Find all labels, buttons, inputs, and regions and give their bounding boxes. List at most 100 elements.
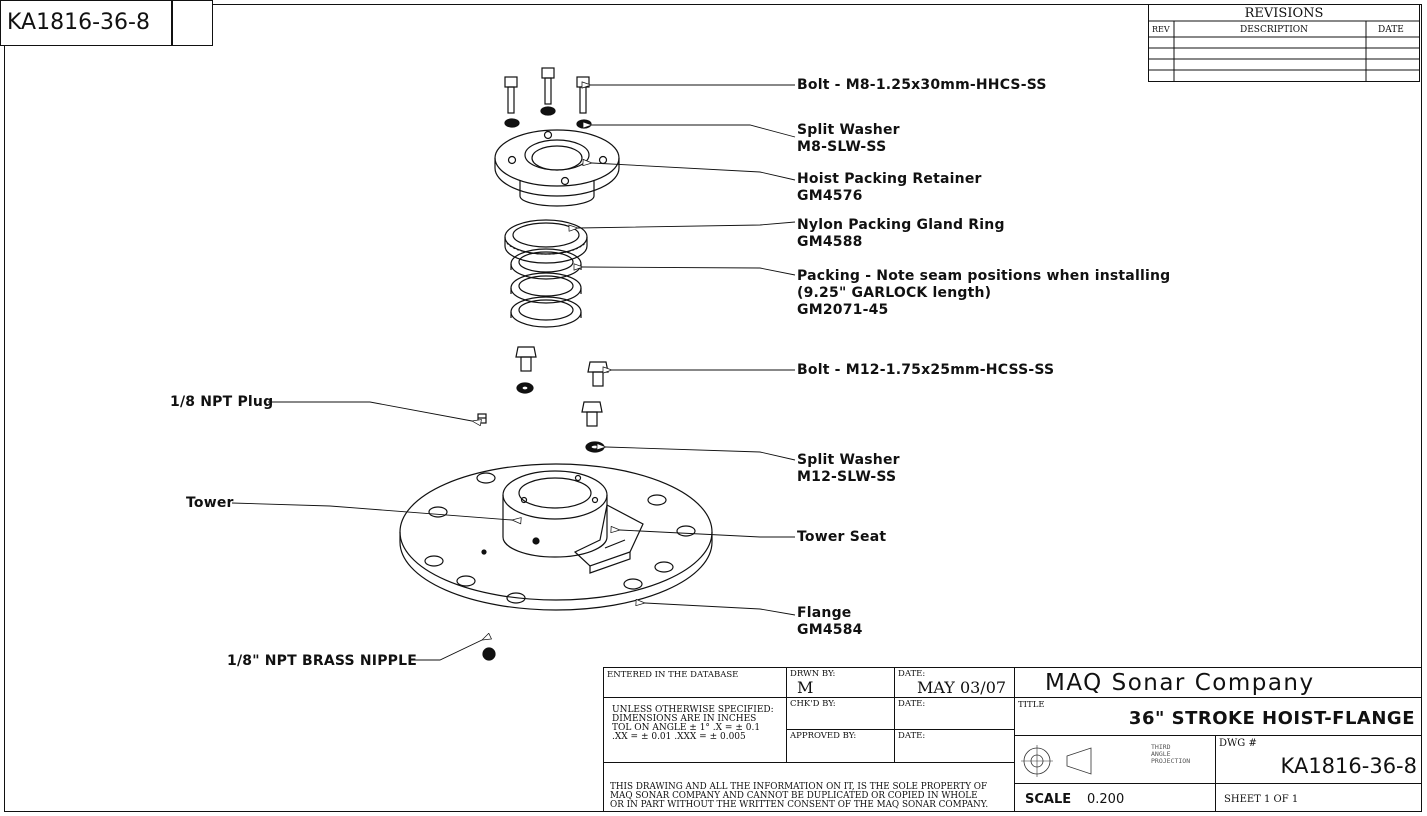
tb-drawn-label: DRWN BY:: [790, 669, 836, 679]
tb-scale-value: 0.200: [1087, 792, 1125, 807]
callout-split-washer-m12-line2: M12-SLW-SS: [797, 469, 897, 485]
leader-tower: [231, 502, 512, 520]
tb-tolerances-line3: TOL ON ANGLE ± 1° .X = ± 0.1: [612, 723, 761, 733]
revisions-col-date: DATE: [1378, 25, 1404, 35]
tb-title-label: TITLE: [1018, 700, 1045, 710]
npt-plug: [477, 413, 487, 424]
callout-retainer-line2: GM4576: [797, 188, 863, 204]
tb-date-cell: DATE: MAY 03/07: [894, 667, 1015, 698]
tb-approved-label: APPROVED BY:: [790, 731, 857, 741]
tb-projection-line3: PROJECTION: [1151, 757, 1191, 765]
m8-bolt-right: [576, 76, 590, 114]
tb-tolerances-cell: UNLESS OTHERWISE SPECIFIED: DIMENSIONS A…: [603, 697, 787, 763]
tower-seat: [573, 504, 644, 574]
revisions-table: REVISIONS REV DESCRIPTION DATE: [1148, 4, 1420, 82]
tb-projection-line1: THIRD: [1151, 743, 1171, 751]
callout-split-washer-m12-line1: Split Washer: [797, 452, 900, 468]
corner-box-divider: [171, 1, 173, 45]
callout-packing-line1: Packing - Note seam positions when insta…: [797, 268, 1171, 284]
callout-split-washer-m8-line2: M8-SLW-SS: [797, 139, 887, 155]
tb-approved-cell: APPROVED BY:: [786, 729, 895, 763]
tb-title-cell: TITLE 36" STROKE HOIST-FLANGE: [1014, 697, 1422, 736]
revisions-title: REVISIONS: [1244, 6, 1324, 21]
m8-washer-center: [540, 106, 556, 116]
third-angle-projection-icon: [1021, 745, 1092, 777]
callout-npt-plug: 1/8 NPT Plug: [170, 394, 274, 410]
nylon-packing-gland-ring: [504, 219, 588, 264]
callout-brass-nipple: 1/8" NPT BRASS NIPPLE: [227, 653, 417, 669]
revisions-col-description: DESCRIPTION: [1240, 25, 1309, 35]
tb-date-value: MAY 03/07: [917, 678, 1007, 697]
leader-retainer: [592, 163, 796, 181]
tb-tolerances-line2: DIMENSIONS ARE IN INCHES: [612, 714, 757, 724]
tb-dwg-cell: DWG # KA1816-36-8: [1215, 735, 1422, 784]
tb-company: MAQ Sonar Company: [1045, 670, 1315, 696]
leader-gland: [578, 221, 796, 228]
tb-dwg-value: KA1816-36-8: [1280, 754, 1417, 778]
m12-bolt-left: [515, 346, 537, 372]
m8-washer-left: [504, 118, 520, 128]
corner-drawing-number-box: KA1816-36-8: [0, 0, 213, 46]
tb-property-line1: THIS DRAWING AND ALL THE INFORMATION ON …: [610, 782, 988, 792]
corner-drawing-number: KA1816-36-8: [7, 10, 150, 35]
leader-brass-nipple: [415, 640, 482, 661]
m8-bolt-left: [504, 76, 518, 114]
callout-gland-line2: GM4588: [797, 234, 863, 250]
tower: [502, 470, 608, 558]
callout-retainer-line1: Hoist Packing Retainer: [797, 171, 982, 187]
callout-split-washer-m8-line1: Split Washer: [797, 122, 900, 138]
tb-tolerances-line4: .XX = ± 0.01 .XXX = ± 0.005: [612, 732, 746, 742]
callout-bolt-m12: Bolt - M12-1.75x25mm-HCSS-SS: [797, 362, 1055, 378]
leader-split-washer-m12: [606, 447, 796, 461]
tb-title-value: 36" STROKE HOIST-FLANGE: [1128, 708, 1415, 729]
revisions-grid: [1148, 4, 1420, 82]
revisions-col-rev: REV: [1152, 25, 1170, 34]
tb-approved-date-cell: DATE:: [894, 729, 1015, 763]
m8-bolt-center: [541, 67, 555, 105]
callout-bolt-m8: Bolt - M8-1.25x30mm-HHCS-SS: [797, 77, 1047, 93]
m12-washer-right: [585, 441, 605, 453]
tb-checked-date-label: DATE:: [898, 699, 926, 709]
tb-entered-label: ENTERED IN THE DATABASE: [607, 670, 739, 680]
m12-bolt-right-upper: [587, 361, 609, 387]
callout-packing-line2: (9.25" GARLOCK length): [797, 285, 992, 301]
callout-tower-seat: Tower Seat: [797, 529, 887, 545]
leader-split-washer-m8: [592, 125, 796, 138]
leader-flange: [645, 603, 796, 616]
tb-date-label: DATE:: [898, 669, 926, 679]
tb-dwg-label: DWG #: [1219, 738, 1257, 749]
brass-nipple: [482, 647, 496, 661]
tb-tolerances-line1: UNLESS OTHERWISE SPECIFIED:: [612, 705, 774, 715]
tb-drawn-cell: DRWN BY: M GAUDREAU: [786, 667, 896, 716]
tb-scale-label: SCALE: [1025, 792, 1072, 807]
tb-sheet: SHEET 1 OF 1: [1224, 794, 1299, 805]
callout-flange-line1: Flange: [797, 605, 852, 621]
m8-washer-right: [576, 119, 592, 129]
m12-washer-left: [516, 382, 534, 394]
callout-gland-line1: Nylon Packing Gland Ring: [797, 217, 1005, 233]
hoist-packing-retainer: [494, 129, 620, 207]
title-block: ENTERED IN THE DATABASE DRWN BY: M GAUDR…: [603, 667, 1422, 812]
tb-projection-line2: ANGLE: [1151, 750, 1171, 758]
tb-approved-date-label: DATE:: [898, 731, 926, 741]
packing-rings: [510, 248, 582, 328]
tb-checked-date-cell: DATE:: [894, 697, 1015, 730]
tb-property-line2: MAQ SONAR COMPANY AND CANNOT BE DUPLICAT…: [610, 791, 978, 801]
leader-npt-plug: [268, 401, 472, 421]
tb-checked-label: CHK'D BY:: [790, 699, 836, 709]
tb-property-cell: THIS DRAWING AND ALL THE INFORMATION ON …: [603, 762, 1015, 812]
tb-company-cell: MAQ Sonar Company: [1014, 667, 1422, 698]
tb-projection-cell: THIRD ANGLE PROJECTION: [1014, 735, 1216, 784]
leader-packing: [583, 267, 796, 276]
tb-property-line3: OR IN PART WITHOUT THE WRITTEN CONSENT O…: [610, 800, 989, 810]
m12-bolt-right-lower: [581, 401, 603, 427]
flange: [399, 463, 713, 611]
callout-flange-line2: GM4584: [797, 622, 863, 638]
tb-entered-cell: ENTERED IN THE DATABASE: [603, 667, 787, 698]
tb-sheet-cell: SHEET 1 OF 1: [1215, 783, 1422, 812]
leader-tower-seat: [620, 530, 795, 538]
callout-packing-line3: GM2071-45: [797, 302, 889, 318]
tb-checked-cell: CHK'D BY:: [786, 697, 895, 730]
callout-tower: Tower: [186, 495, 234, 511]
